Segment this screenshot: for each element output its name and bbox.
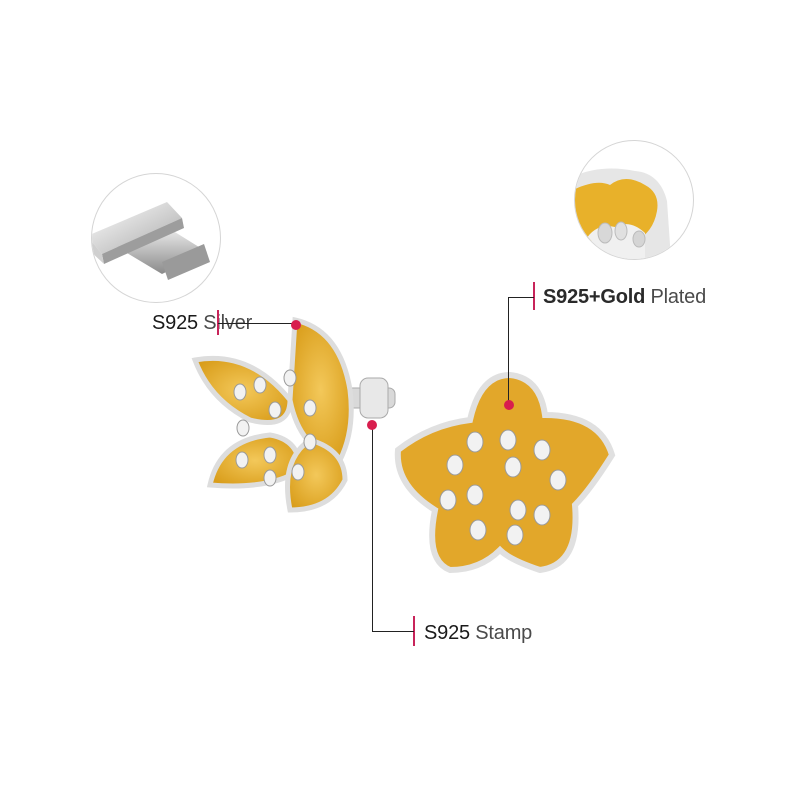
callout-gold-leader-h: [508, 297, 534, 298]
callout-gold-leader-v: [508, 297, 509, 403]
callout-silver-code: S925: [152, 312, 198, 334]
callout-silver-tick: [217, 310, 219, 335]
silver-bars-detail-circle: [91, 173, 221, 303]
callout-gold-text: Plated: [650, 286, 707, 308]
callout-stamp-code: S925: [424, 622, 470, 644]
callout-silver-marker: [291, 320, 301, 330]
callout-gold-label: S925+Gold Plated: [543, 286, 706, 309]
callout-stamp-tick: [413, 616, 415, 646]
callout-stamp-label: S925 Stamp: [424, 622, 532, 645]
left-earring-flower: [191, 316, 396, 513]
right-earring-flower: [394, 371, 616, 574]
callout-stamp-marker: [367, 420, 377, 430]
callout-silver-leader: [218, 323, 296, 324]
gold-petal-detail-circle: [574, 140, 694, 260]
gold-petal-closeup: [575, 168, 671, 259]
callout-stamp-leader-v: [372, 426, 373, 632]
silver-bars-icon: [92, 202, 210, 280]
callout-stamp-leader-h: [372, 631, 414, 632]
callout-stamp-text: Stamp: [475, 622, 533, 644]
callout-gold-code: S925+Gold: [543, 286, 646, 308]
callout-gold-tick: [533, 282, 535, 310]
callout-gold-marker: [504, 400, 514, 410]
